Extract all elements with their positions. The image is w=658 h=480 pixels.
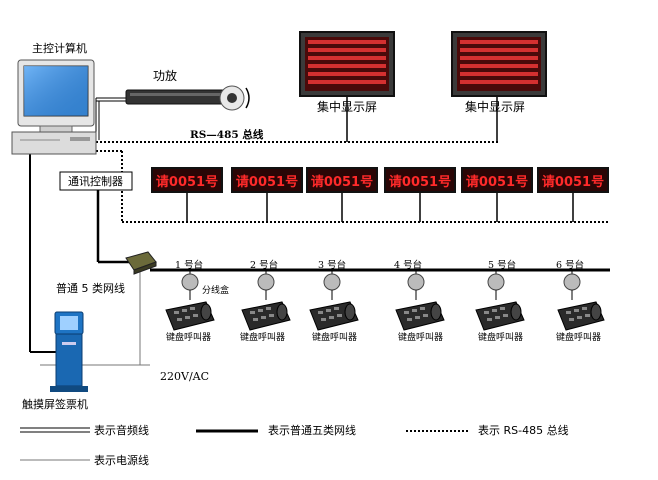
- keypad-caller-label: 键盘呼叫器: [478, 331, 523, 343]
- network-line-label: 普通 5 类网线: [56, 281, 125, 295]
- legend-item-network: 表示普通五类网线: [196, 423, 356, 437]
- station: 2 号台 键盘呼叫器: [240, 259, 291, 343]
- keypad-caller-label: 键盘呼叫器: [556, 331, 601, 343]
- central-display-right-label: 集中显示屏: [465, 99, 525, 114]
- led-panel: 请0051号: [384, 167, 456, 193]
- keypad-caller-icon: [557, 301, 605, 331]
- junction-box-label: 分线盒: [202, 284, 229, 296]
- svg-text:表示 RS-485 总线: 表示 RS-485 总线: [478, 423, 569, 437]
- kiosk-label: 触摸屏签票机: [22, 397, 88, 411]
- touchscreen-kiosk: [50, 311, 88, 392]
- station-label: 2 号台: [250, 259, 278, 271]
- legend-item-audio: 表示音频线: [20, 423, 149, 437]
- keypad-caller-icon: [309, 301, 359, 331]
- svg-text:表示音频线: 表示音频线: [94, 423, 149, 437]
- led-panel-text: 请0051号: [311, 174, 373, 190]
- keypad-caller-label: 键盘呼叫器: [312, 331, 357, 343]
- station: 5 号台 键盘呼叫器: [475, 259, 525, 343]
- host-computer: [11, 59, 97, 155]
- station-label: 3 号台: [318, 259, 346, 271]
- keypad-caller-label: 键盘呼叫器: [240, 331, 285, 343]
- amplifier-label: 功放: [153, 68, 177, 83]
- station-label: 1 号台: [175, 259, 203, 271]
- station: 3 号台 键盘呼叫器: [309, 259, 359, 343]
- led-panel-text: 请0051号: [542, 174, 604, 190]
- led-panel-text: 请0051号: [389, 174, 451, 190]
- central-display-left-label: 集中显示屏: [317, 99, 377, 114]
- keypad-caller-label: 键盘呼叫器: [398, 331, 443, 343]
- led-panel: 请0051号: [537, 167, 609, 193]
- comm-controller-box: [59, 171, 133, 191]
- station: 4 号台 键盘呼叫器: [394, 259, 445, 343]
- station: 1 号台 分线盒 键盘呼叫器: [165, 259, 229, 343]
- station-label: 6 号台: [556, 259, 584, 271]
- keypad-caller-label: 键盘呼叫器: [166, 331, 211, 343]
- legend-item-rs485: 表示 RS-485 总线: [406, 423, 569, 437]
- comm-controller-label: 通讯控制器: [68, 174, 123, 188]
- keypad-caller-icon: [395, 301, 445, 331]
- central-display-left: [299, 31, 395, 97]
- amplifier: [125, 89, 229, 105]
- network-switch: [125, 251, 157, 275]
- power-label: 220V/AC: [160, 370, 209, 383]
- led-panel: 请0051号: [231, 167, 303, 193]
- led-panel-text: 请0051号: [236, 174, 298, 190]
- central-display-right: [451, 31, 547, 97]
- legend-item-power: 表示电源线: [20, 453, 149, 467]
- led-panel-text: 请0051号: [156, 174, 218, 190]
- led-panel: 请0051号: [151, 167, 223, 193]
- svg-text:表示电源线: 表示电源线: [94, 453, 149, 467]
- led-panel: 请0051号: [306, 167, 378, 193]
- speaker-icon: [219, 85, 250, 111]
- station: 6 号台 键盘呼叫器: [556, 259, 605, 343]
- led-panel: 请0051号: [461, 167, 533, 193]
- keypad-caller-icon: [165, 301, 215, 331]
- station-label: 4 号台: [394, 259, 422, 271]
- rs485-bus-label: RS—485 总线: [190, 128, 264, 141]
- keypad-caller-icon: [475, 301, 525, 331]
- keypad-caller-icon: [241, 301, 291, 331]
- legend: 表示音频线 表示普通五类网线 表示 RS-485 总线 表示电源线: [20, 423, 569, 467]
- svg-text:表示普通五类网线: 表示普通五类网线: [268, 423, 356, 437]
- host-computer-label: 主控计算机: [32, 41, 87, 55]
- station-label: 5 号台: [488, 259, 516, 271]
- led-panel-text: 请0051号: [466, 174, 528, 190]
